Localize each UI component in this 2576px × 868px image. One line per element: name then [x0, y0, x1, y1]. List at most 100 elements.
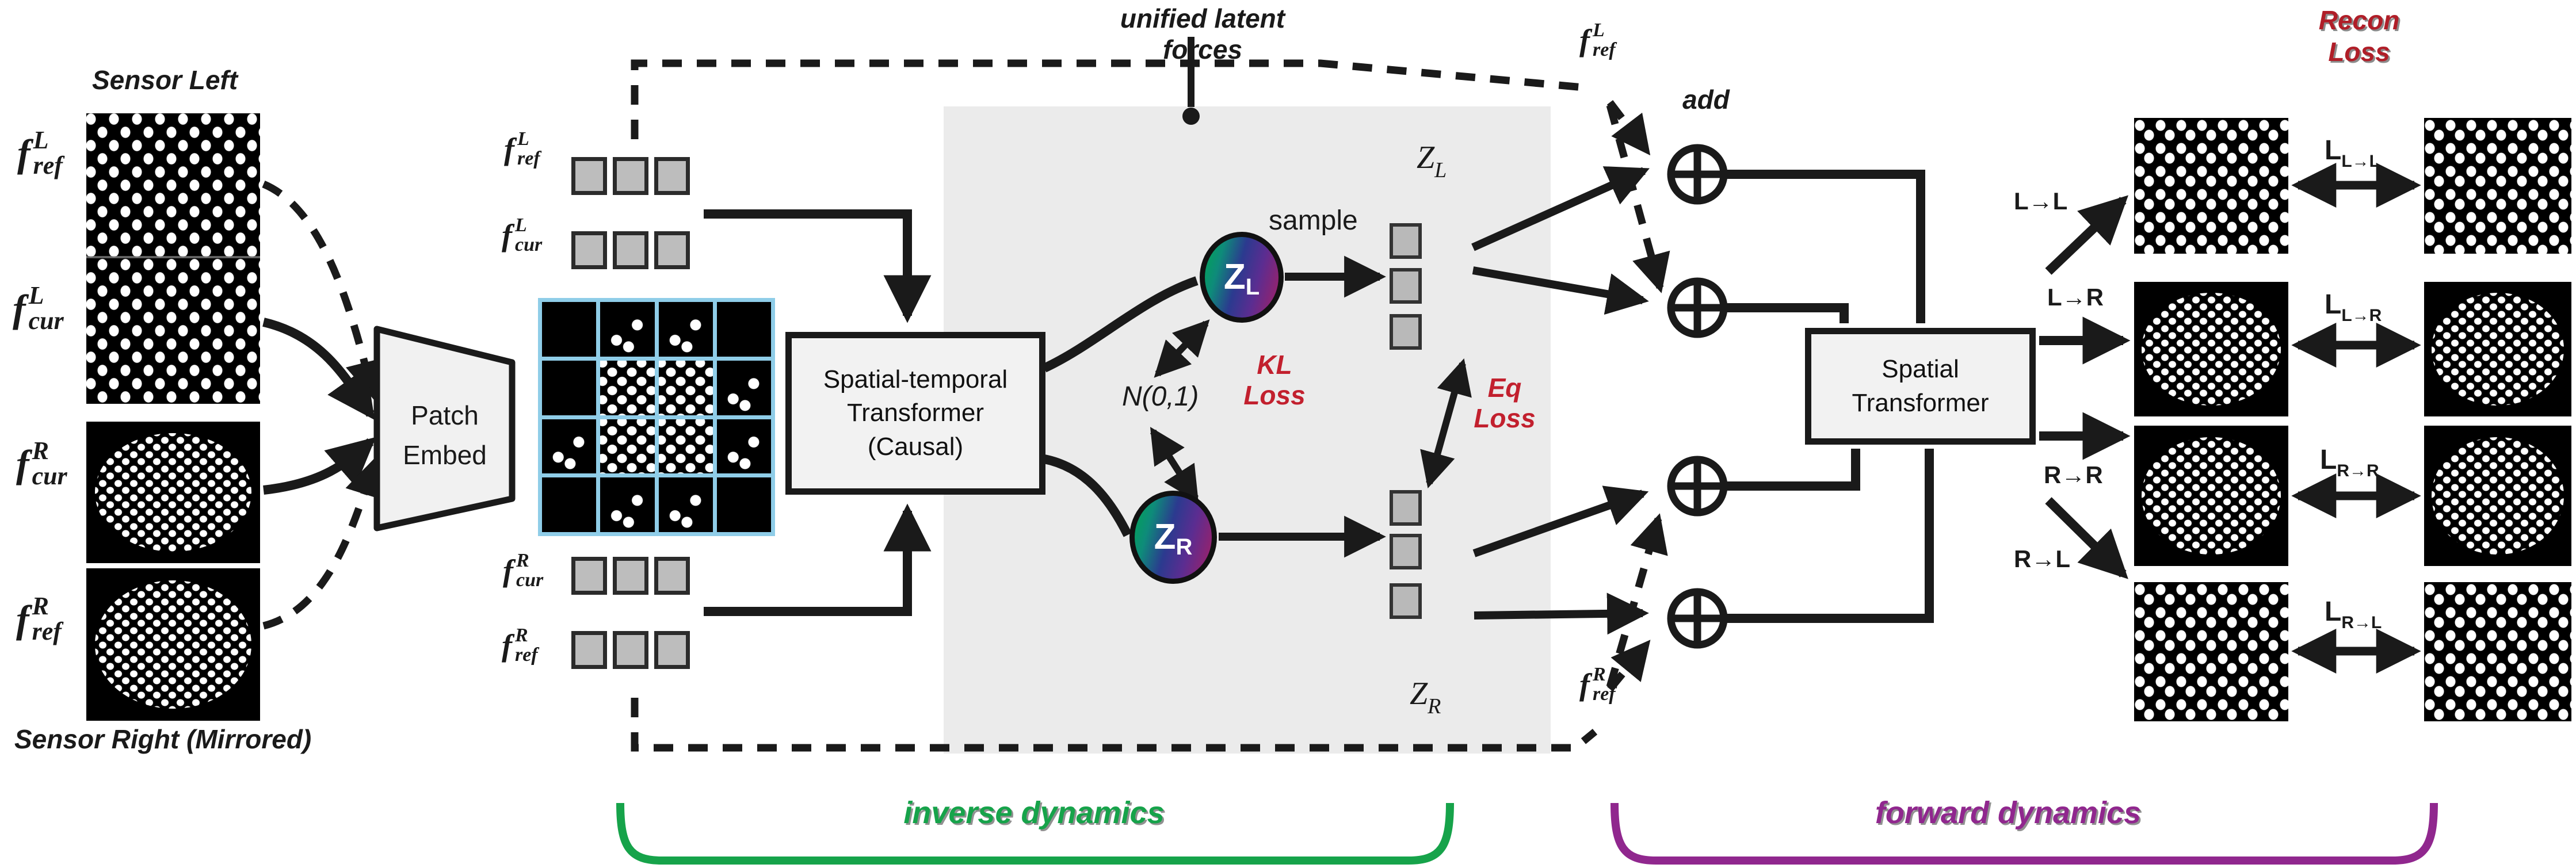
- add-nodes: [1667, 144, 1728, 649]
- eq-loss-label: Eq Loss: [1474, 373, 1536, 433]
- route-label-l-to-l: L→L: [2014, 188, 2068, 215]
- latent-to-add-arrows: [1471, 166, 1650, 635]
- add-node-icon: [1667, 456, 1728, 517]
- patch-cell: [542, 477, 597, 532]
- unified-latent-forces-label: unified latent forces: [1120, 3, 1285, 64]
- add-node-icon: [1667, 277, 1728, 338]
- dot-blob: [2431, 292, 2564, 406]
- add-label: add: [1682, 85, 1730, 114]
- spatial-transformer-box: Spatial Transformer: [1805, 328, 2036, 445]
- patch-cell: [716, 302, 771, 357]
- token: [571, 557, 607, 595]
- dot-blob: [95, 433, 251, 552]
- token-row-l-cur: [571, 231, 690, 269]
- patch-grid: [538, 298, 775, 536]
- sensor-right-label: Sensor Right (Mirrored): [14, 724, 312, 754]
- kl-loss-label: KL Loss: [1243, 350, 1306, 410]
- latent-token: [1390, 534, 1422, 569]
- patch-cell: [658, 302, 713, 357]
- token-to-transformer-arrows: [704, 209, 1199, 616]
- dot-blob: [2431, 437, 2564, 555]
- recon-loss-label: Recon Loss: [2318, 5, 2400, 67]
- recon-image-l-to-l: [2134, 118, 2288, 254]
- forward-dynamics-brace: [1611, 802, 2438, 865]
- target-image-l: [2424, 118, 2571, 254]
- route-label-r-to-l: R→L: [2014, 545, 2070, 572]
- add-to-spatial-transformer-lines: [1725, 170, 1934, 623]
- dot-blob: [95, 580, 251, 709]
- spatial-temporal-transformer-box: Spatial-temporal Transformer (Causal): [785, 332, 1045, 495]
- latent-token: [1390, 223, 1422, 259]
- token-row-r-cur: [571, 557, 690, 595]
- token-row-r-ref: [571, 631, 690, 669]
- patch-cell: [600, 419, 655, 474]
- token: [613, 157, 648, 195]
- patch-cell: [658, 477, 713, 532]
- route-label-l-to-r: L→R: [2047, 284, 2104, 311]
- patch-cell: [716, 477, 771, 532]
- prior-label: N(0,1): [1122, 381, 1199, 412]
- token: [654, 557, 690, 595]
- sensor-left-label: Sensor Left: [92, 65, 238, 95]
- patch-cell: [600, 477, 655, 532]
- patch-embed-shape: [373, 326, 516, 531]
- frame-seam: [86, 256, 260, 258]
- token: [654, 631, 690, 669]
- patch-cell: [716, 360, 771, 415]
- patch-cell: [542, 360, 597, 415]
- add-node-icon: [1667, 588, 1728, 649]
- recon-image-r-to-l: [2134, 582, 2288, 721]
- patch-cell: [600, 360, 655, 415]
- latent-token: [1390, 268, 1422, 304]
- add-node-icon: [1667, 144, 1728, 205]
- token: [654, 231, 690, 269]
- target-image-r: [2424, 282, 2571, 416]
- token: [654, 157, 690, 195]
- recon-image-r-to-r: [2134, 426, 2288, 566]
- token: [571, 157, 607, 195]
- dot-blob: [2142, 437, 2281, 555]
- token: [613, 631, 648, 669]
- sensor-right-image-ref: [86, 568, 260, 721]
- sensor-right-image-cur: [86, 422, 260, 563]
- dot-blob: [2142, 292, 2281, 406]
- spatial-transformer-output-arrows: [2039, 195, 2131, 579]
- patch-cell: [658, 419, 713, 474]
- route-label-r-to-r: R→R: [2044, 461, 2103, 488]
- token: [613, 557, 648, 595]
- token: [571, 631, 607, 669]
- patch-cell: [658, 360, 713, 415]
- target-image-l2: [2424, 582, 2571, 721]
- target-image-r2: [2424, 426, 2571, 566]
- patch-cell: [600, 302, 655, 357]
- token-row-l-ref: [571, 157, 690, 195]
- recon-image-l-to-r: [2134, 282, 2288, 416]
- inverse-dynamics-brace: [616, 802, 1454, 865]
- loss-double-arrows: [1150, 319, 1472, 503]
- token: [613, 231, 648, 269]
- patch-embed-label: Patch Embed: [403, 400, 487, 470]
- sensor-to-patchembed-arrows: [262, 181, 384, 630]
- forward-dynamics-label: forward dynamics: [1875, 796, 2142, 830]
- patch-cell: [542, 419, 597, 474]
- sample-label: sample: [1269, 205, 1358, 236]
- patch-cell: [542, 302, 597, 357]
- recon-compare-arrows: [2291, 163, 2421, 674]
- patch-cell: [716, 419, 771, 474]
